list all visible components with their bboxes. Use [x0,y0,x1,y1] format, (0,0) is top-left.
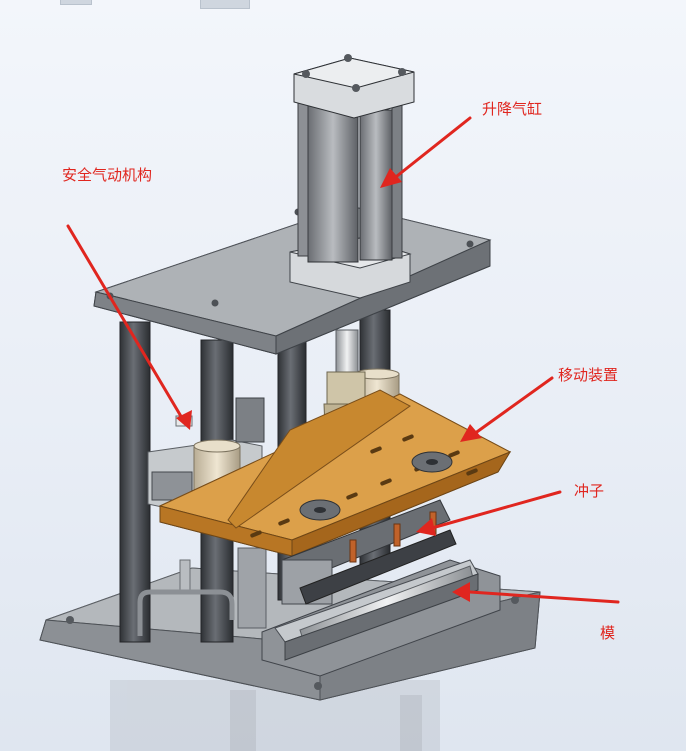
arrow-lift-cylinder [390,116,472,182]
toolbar-fragment [60,0,92,5]
arrow-moving-device [472,376,554,436]
punch-assembly [281,499,457,605]
callout-arrows [66,116,620,604]
arrow-punch [430,490,562,530]
label-moving-device: 移动装置 [558,366,619,384]
floor-reflection [110,680,440,751]
lift-cylinder [289,54,415,375]
arrowhead-punch [416,518,436,536]
moving-device [158,389,512,557]
label-lift-cylinder: 升降气缸 [482,100,543,118]
flange-disc [299,451,453,521]
arrow-safety-mechanism [66,224,184,420]
arrowhead-moving-device [460,424,482,442]
arrowhead-die [452,582,470,602]
label-punch: 冲子 [574,482,605,500]
label-safety-mechanism: 安全气动机构 [62,166,153,184]
arrowhead-lift-cylinder [380,168,402,188]
arrow-die [468,590,620,604]
label-die: 模 [600,624,616,642]
die-block [261,448,501,677]
toolbar-fragment [200,0,250,9]
arrowhead-safety-mechanism [176,410,192,430]
